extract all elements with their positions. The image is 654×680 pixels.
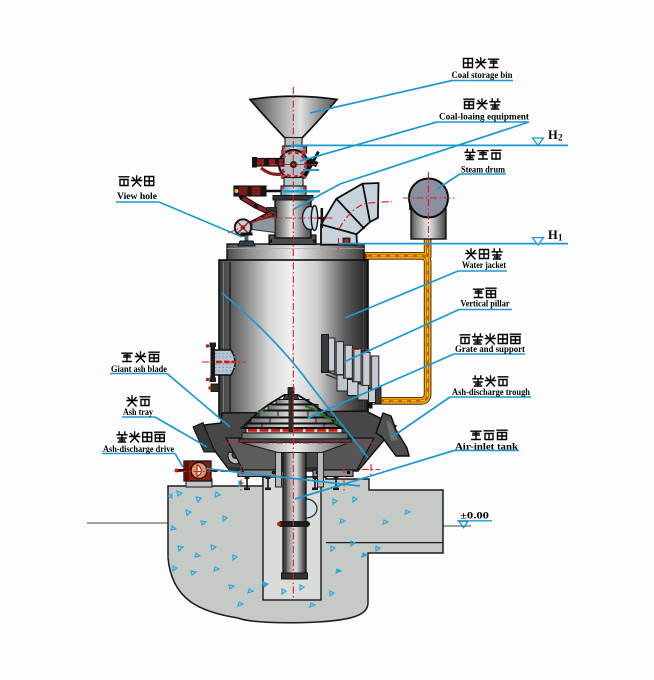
svg-text:Air-inlet tank: Air-inlet tank	[455, 443, 519, 453]
svg-text:H: H	[548, 128, 558, 142]
svg-text:Ash-discharge trough: Ash-discharge trough	[452, 388, 531, 398]
svg-text:Coal storage bin: Coal storage bin	[452, 71, 514, 81]
svg-text:±0.00: ±0.00	[460, 512, 489, 522]
svg-text:View hole: View hole	[117, 192, 157, 202]
svg-text:Giant ash blade: Giant ash blade	[111, 365, 167, 375]
svg-text:1: 1	[558, 233, 563, 243]
svg-text:2: 2	[558, 133, 563, 143]
svg-text:Grate and support: Grate and support	[455, 345, 526, 355]
svg-text:Ash-discharge drive: Ash-discharge drive	[103, 445, 174, 455]
svg-text:Coal-loaing equipment: Coal-loaing equipment	[439, 113, 530, 123]
svg-text:Vertical pillar: Vertical pillar	[461, 300, 510, 310]
svg-text:Steam drum: Steam drum	[461, 166, 505, 176]
svg-text:H: H	[548, 228, 558, 242]
svg-text:Ash tray: Ash tray	[123, 408, 153, 418]
svg-text:Water jacket: Water jacket	[462, 261, 507, 271]
